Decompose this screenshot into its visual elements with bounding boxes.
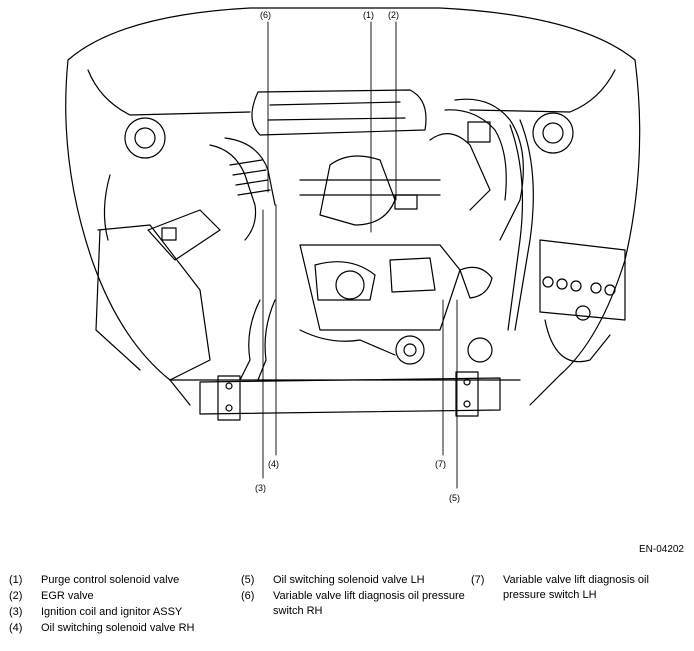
callout-label-7: (7) bbox=[435, 459, 446, 469]
legend-item-text: Oil switching solenoid valve LH bbox=[273, 574, 425, 586]
hoses bbox=[429, 98, 534, 331]
engine-block bbox=[239, 244, 493, 381]
callout-label-1: (1) bbox=[363, 10, 374, 20]
legend-item-number: (1) bbox=[9, 574, 23, 586]
figure-reference-code: EN-04202 bbox=[638, 544, 684, 555]
legend-item-text: Variable valve lift diagnosis oil pressu… bbox=[273, 590, 465, 617]
battery bbox=[539, 239, 626, 363]
leader-lines bbox=[262, 21, 458, 489]
legend-item-6: (6) Variable valve lift diagnosis oil pr… bbox=[241, 589, 471, 619]
legend-item-text: Oil switching solenoid valve RH bbox=[41, 622, 195, 634]
legend-item-number: (5) bbox=[241, 574, 255, 586]
legend-item-5: (5) Oil switching solenoid valve LH bbox=[241, 573, 471, 588]
legend-item-text: Ignition coil and ignitor ASSY bbox=[41, 606, 183, 618]
legend-item-4: (4) Oil switching solenoid valve RH bbox=[9, 621, 239, 636]
callout-label-5: (5) bbox=[449, 493, 460, 503]
legend-item-3: (3) Ignition coil and ignitor ASSY bbox=[9, 605, 239, 620]
legend-item-7: (7) Variable valve lift diagnosis oil pr… bbox=[471, 573, 691, 603]
legend-item-text: Variable valve lift diagnosis oil pressu… bbox=[503, 574, 649, 601]
legend-item-number: (6) bbox=[241, 590, 255, 602]
legend-item-2: (2) EGR valve bbox=[9, 589, 239, 604]
legend-column-3: (7) Variable valve lift diagnosis oil pr… bbox=[471, 573, 691, 604]
callout-label-6: (6) bbox=[260, 10, 271, 20]
engine-top-cover bbox=[251, 89, 441, 226]
legend-item-text: Purge control solenoid valve bbox=[41, 574, 180, 586]
intake-duct bbox=[95, 137, 276, 381]
callout-label-3: (3) bbox=[255, 483, 266, 493]
callout-label-4: (4) bbox=[268, 459, 279, 469]
legend-item-number: (4) bbox=[9, 622, 23, 634]
callout-label-2: (2) bbox=[388, 10, 399, 20]
legend-item-text: EGR valve bbox=[41, 590, 94, 602]
right-strut-tower bbox=[532, 112, 574, 154]
legend-column-2: (5) Oil switching solenoid valve LH (6) … bbox=[241, 573, 471, 620]
legend-item-number: (3) bbox=[9, 606, 23, 618]
legend-item-1: (1) Purge control solenoid valve bbox=[9, 573, 239, 588]
engine-bay-diagram: (6) (1) (2) (4) (3) (7) (5) bbox=[65, 7, 641, 503]
legend-item-number: (2) bbox=[9, 590, 23, 602]
radiator-support bbox=[199, 371, 501, 421]
legend-item-number: (7) bbox=[471, 574, 485, 586]
legend-column-1: (1) Purge control solenoid valve (2) EGR… bbox=[9, 573, 239, 637]
left-strut-tower bbox=[103, 117, 166, 241]
